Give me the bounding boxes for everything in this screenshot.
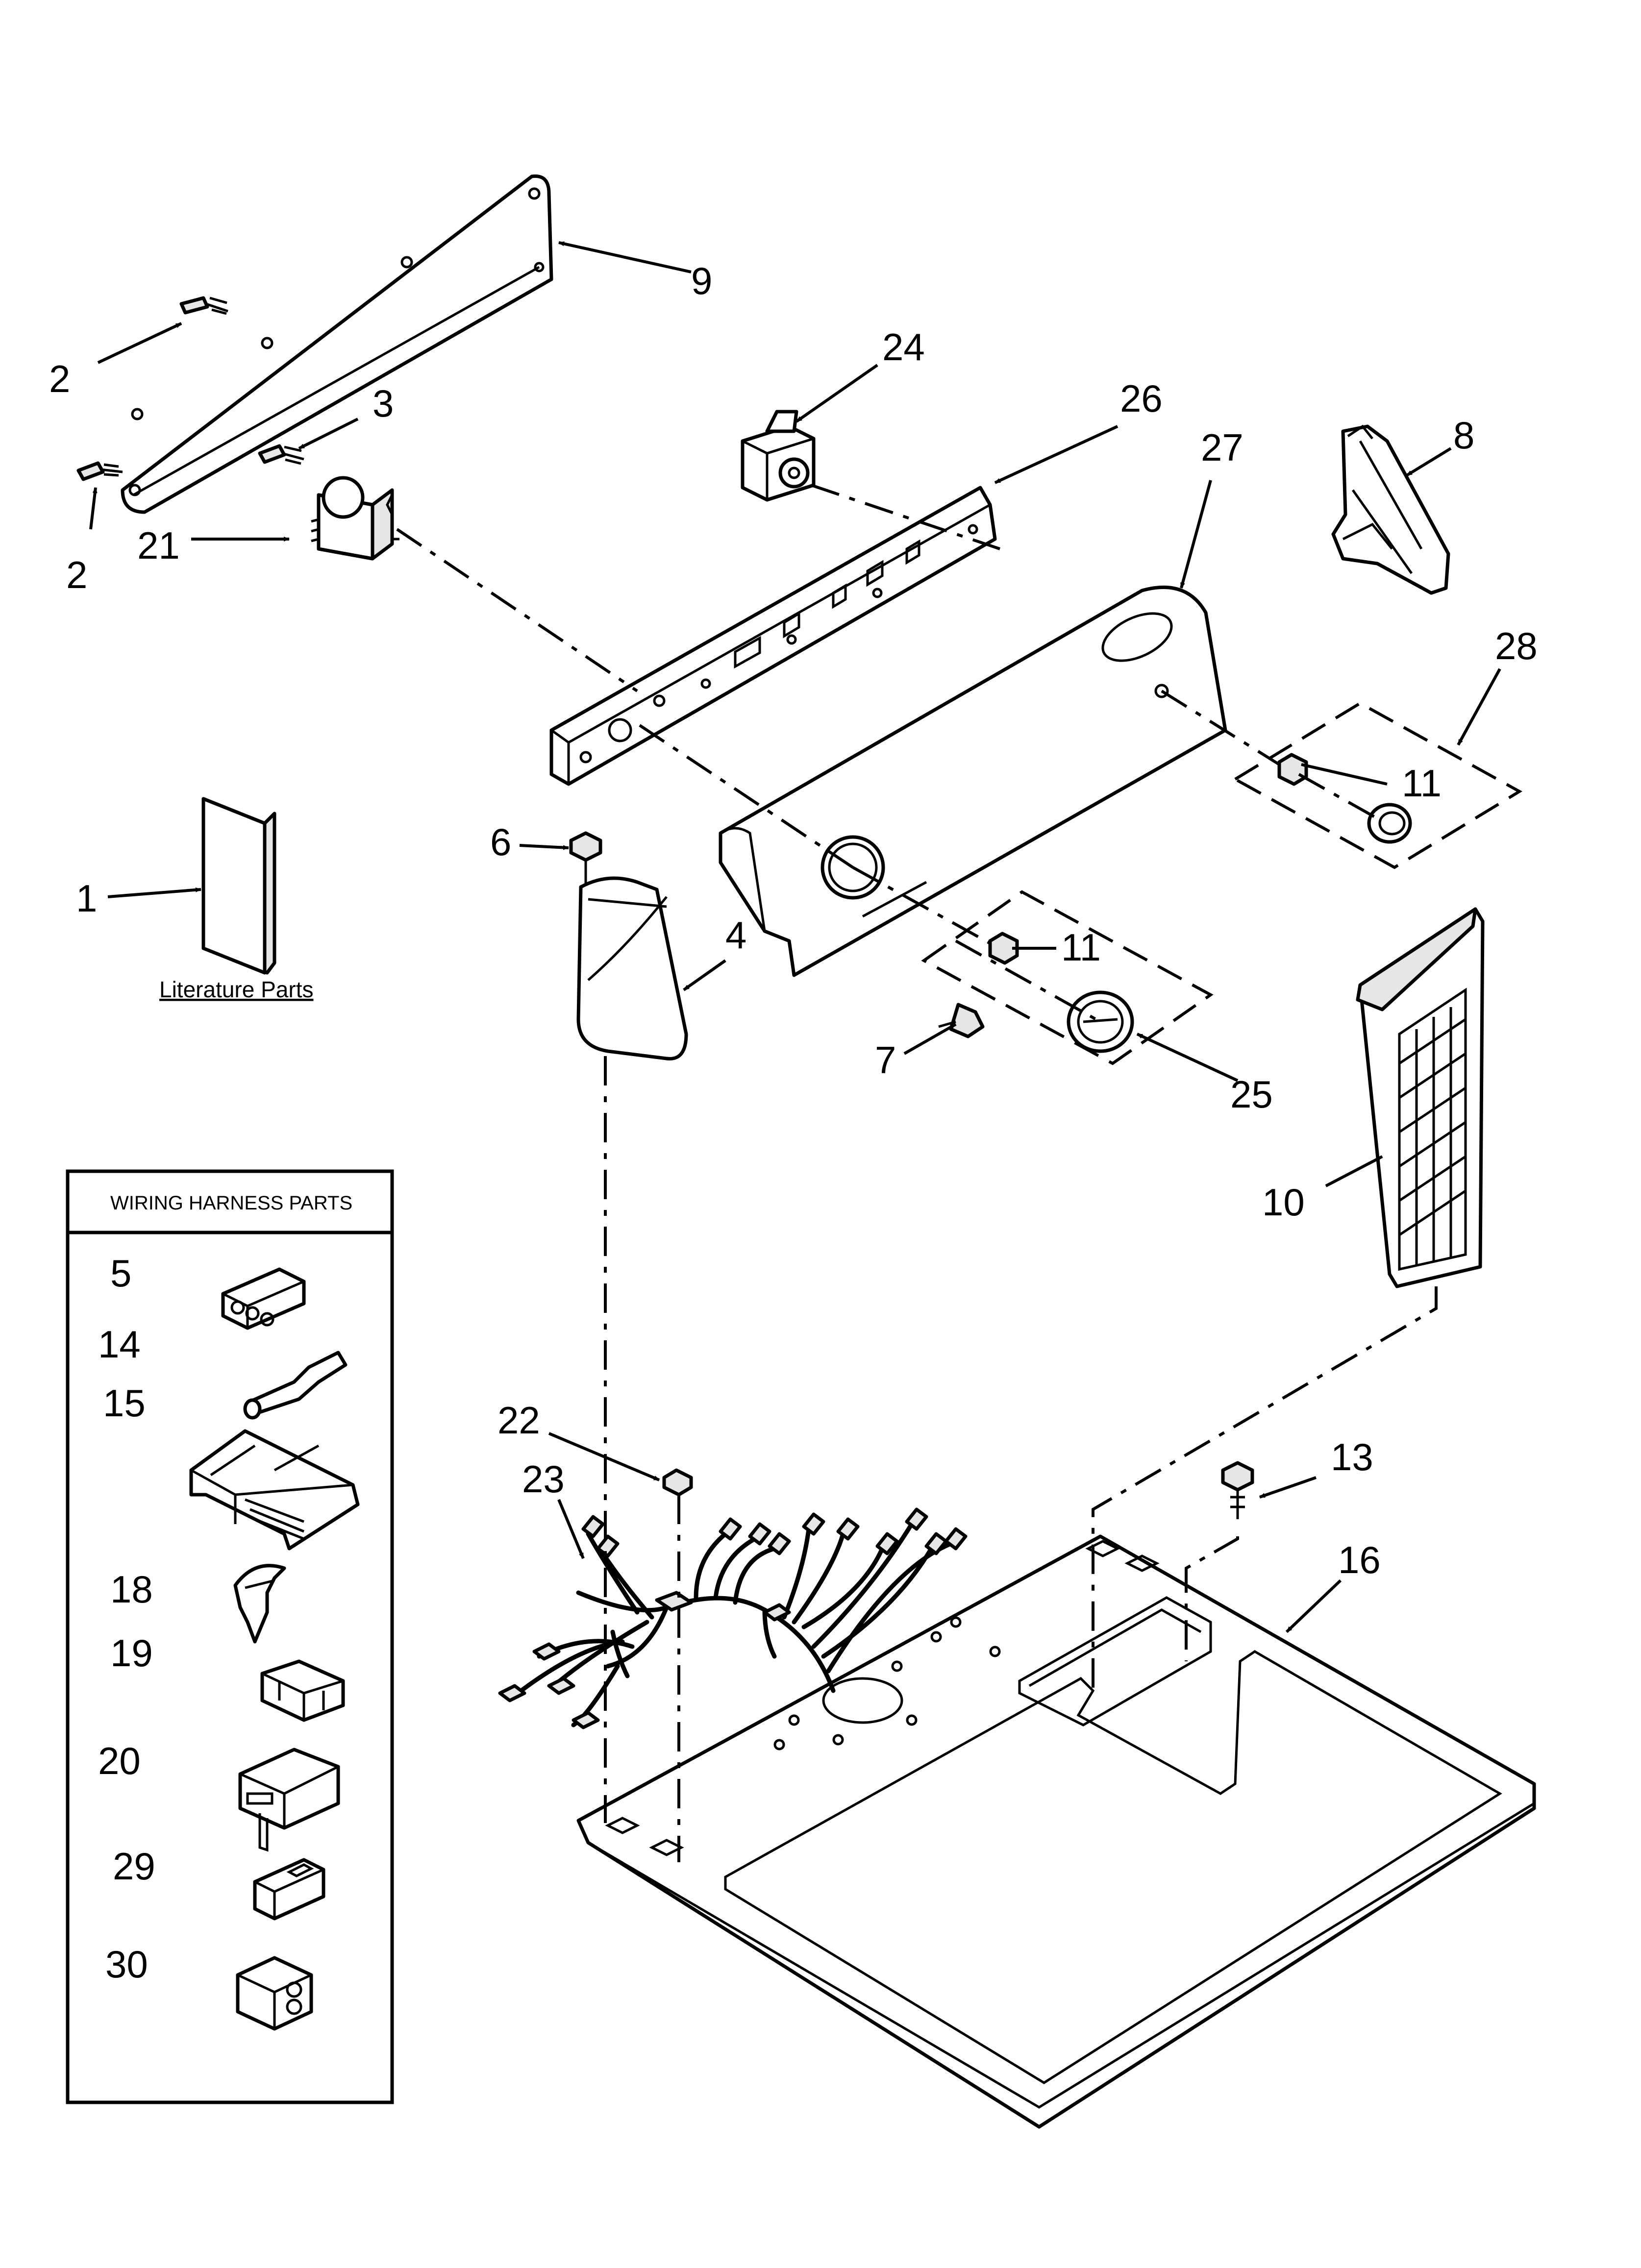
part-13-screw [1221, 1461, 1254, 1519]
callout-7: 7 [875, 1038, 896, 1082]
part-24-switch [741, 410, 816, 502]
part-14-terminal [243, 1351, 348, 1420]
callout-16: 16 [1338, 1538, 1381, 1581]
part-9-rear-panel [121, 174, 553, 514]
part-29-connector [253, 1858, 325, 1921]
literature-parts-label: Literature Parts [159, 977, 313, 1002]
wiring-harness-parts-title: WIRING HARNESS PARTS [110, 1192, 352, 1214]
part-6-screw [569, 831, 602, 885]
part-25-knob-kit [921, 890, 1214, 1065]
part-30-connector [236, 1956, 313, 2031]
callout-6: 6 [490, 820, 511, 863]
callout-2-upper: 2 [49, 357, 70, 400]
callout-5: 5 [110, 1252, 131, 1295]
part-3-screw [258, 444, 304, 465]
callout-26: 26 [1120, 377, 1163, 420]
callout-22: 22 [497, 1399, 540, 1442]
callout-14: 14 [98, 1323, 141, 1366]
callout-9: 9 [691, 259, 712, 302]
callout-8: 8 [1453, 414, 1474, 457]
callout-30: 30 [105, 1943, 148, 1986]
part-20-connector [238, 1748, 340, 1852]
callout-11-right: 11 [1402, 762, 1442, 805]
part-22-clip [662, 1468, 693, 1497]
part-5-connector [221, 1267, 306, 1330]
wiring-harness-box [66, 1169, 394, 2104]
part-1-literature [201, 797, 276, 975]
callout-23: 23 [522, 1457, 565, 1501]
callout-19: 19 [110, 1631, 153, 1675]
callout-15: 15 [103, 1381, 146, 1425]
part-10-lint-screen [1356, 907, 1485, 1288]
callout-18: 18 [110, 1568, 153, 1611]
callout-29: 29 [113, 1845, 155, 1888]
part-28-knob-kit [1232, 701, 1522, 869]
callout-labels: 9 2 2 3 21 24 26 27 8 28 11 11 6 4 7 25 … [49, 259, 1538, 1986]
part-21-switch [311, 476, 399, 561]
callout-11-center: 11 [1061, 926, 1101, 969]
leader-lines [89, 241, 1501, 1633]
part-2-screw-lower [76, 461, 123, 481]
callout-21: 21 [137, 524, 180, 567]
callout-4: 4 [725, 913, 746, 957]
part-16-top [576, 1534, 1536, 2129]
part-19-retainer [260, 1659, 345, 1722]
part-23-wire-harness [498, 1507, 968, 1729]
callout-27: 27 [1201, 426, 1243, 469]
callout-1: 1 [76, 877, 97, 920]
part-4-trim [576, 876, 688, 1060]
part-18-clip [233, 1564, 286, 1644]
callout-28: 28 [1495, 624, 1538, 667]
callout-25: 25 [1230, 1073, 1273, 1116]
assembly-lines [396, 484, 1438, 1862]
part-26-bracket [549, 486, 997, 786]
part-2-screw-upper [179, 296, 228, 315]
callout-10: 10 [1262, 1181, 1305, 1224]
callout-13: 13 [1331, 1435, 1373, 1479]
part-8-end-cap [1331, 424, 1450, 595]
part-27-console [719, 586, 1227, 977]
callout-24: 24 [882, 325, 925, 369]
callout-20: 20 [98, 1739, 141, 1782]
callout-2-lower: 2 [66, 553, 87, 596]
callout-3: 3 [373, 382, 394, 425]
part-15-housing [189, 1429, 360, 1551]
